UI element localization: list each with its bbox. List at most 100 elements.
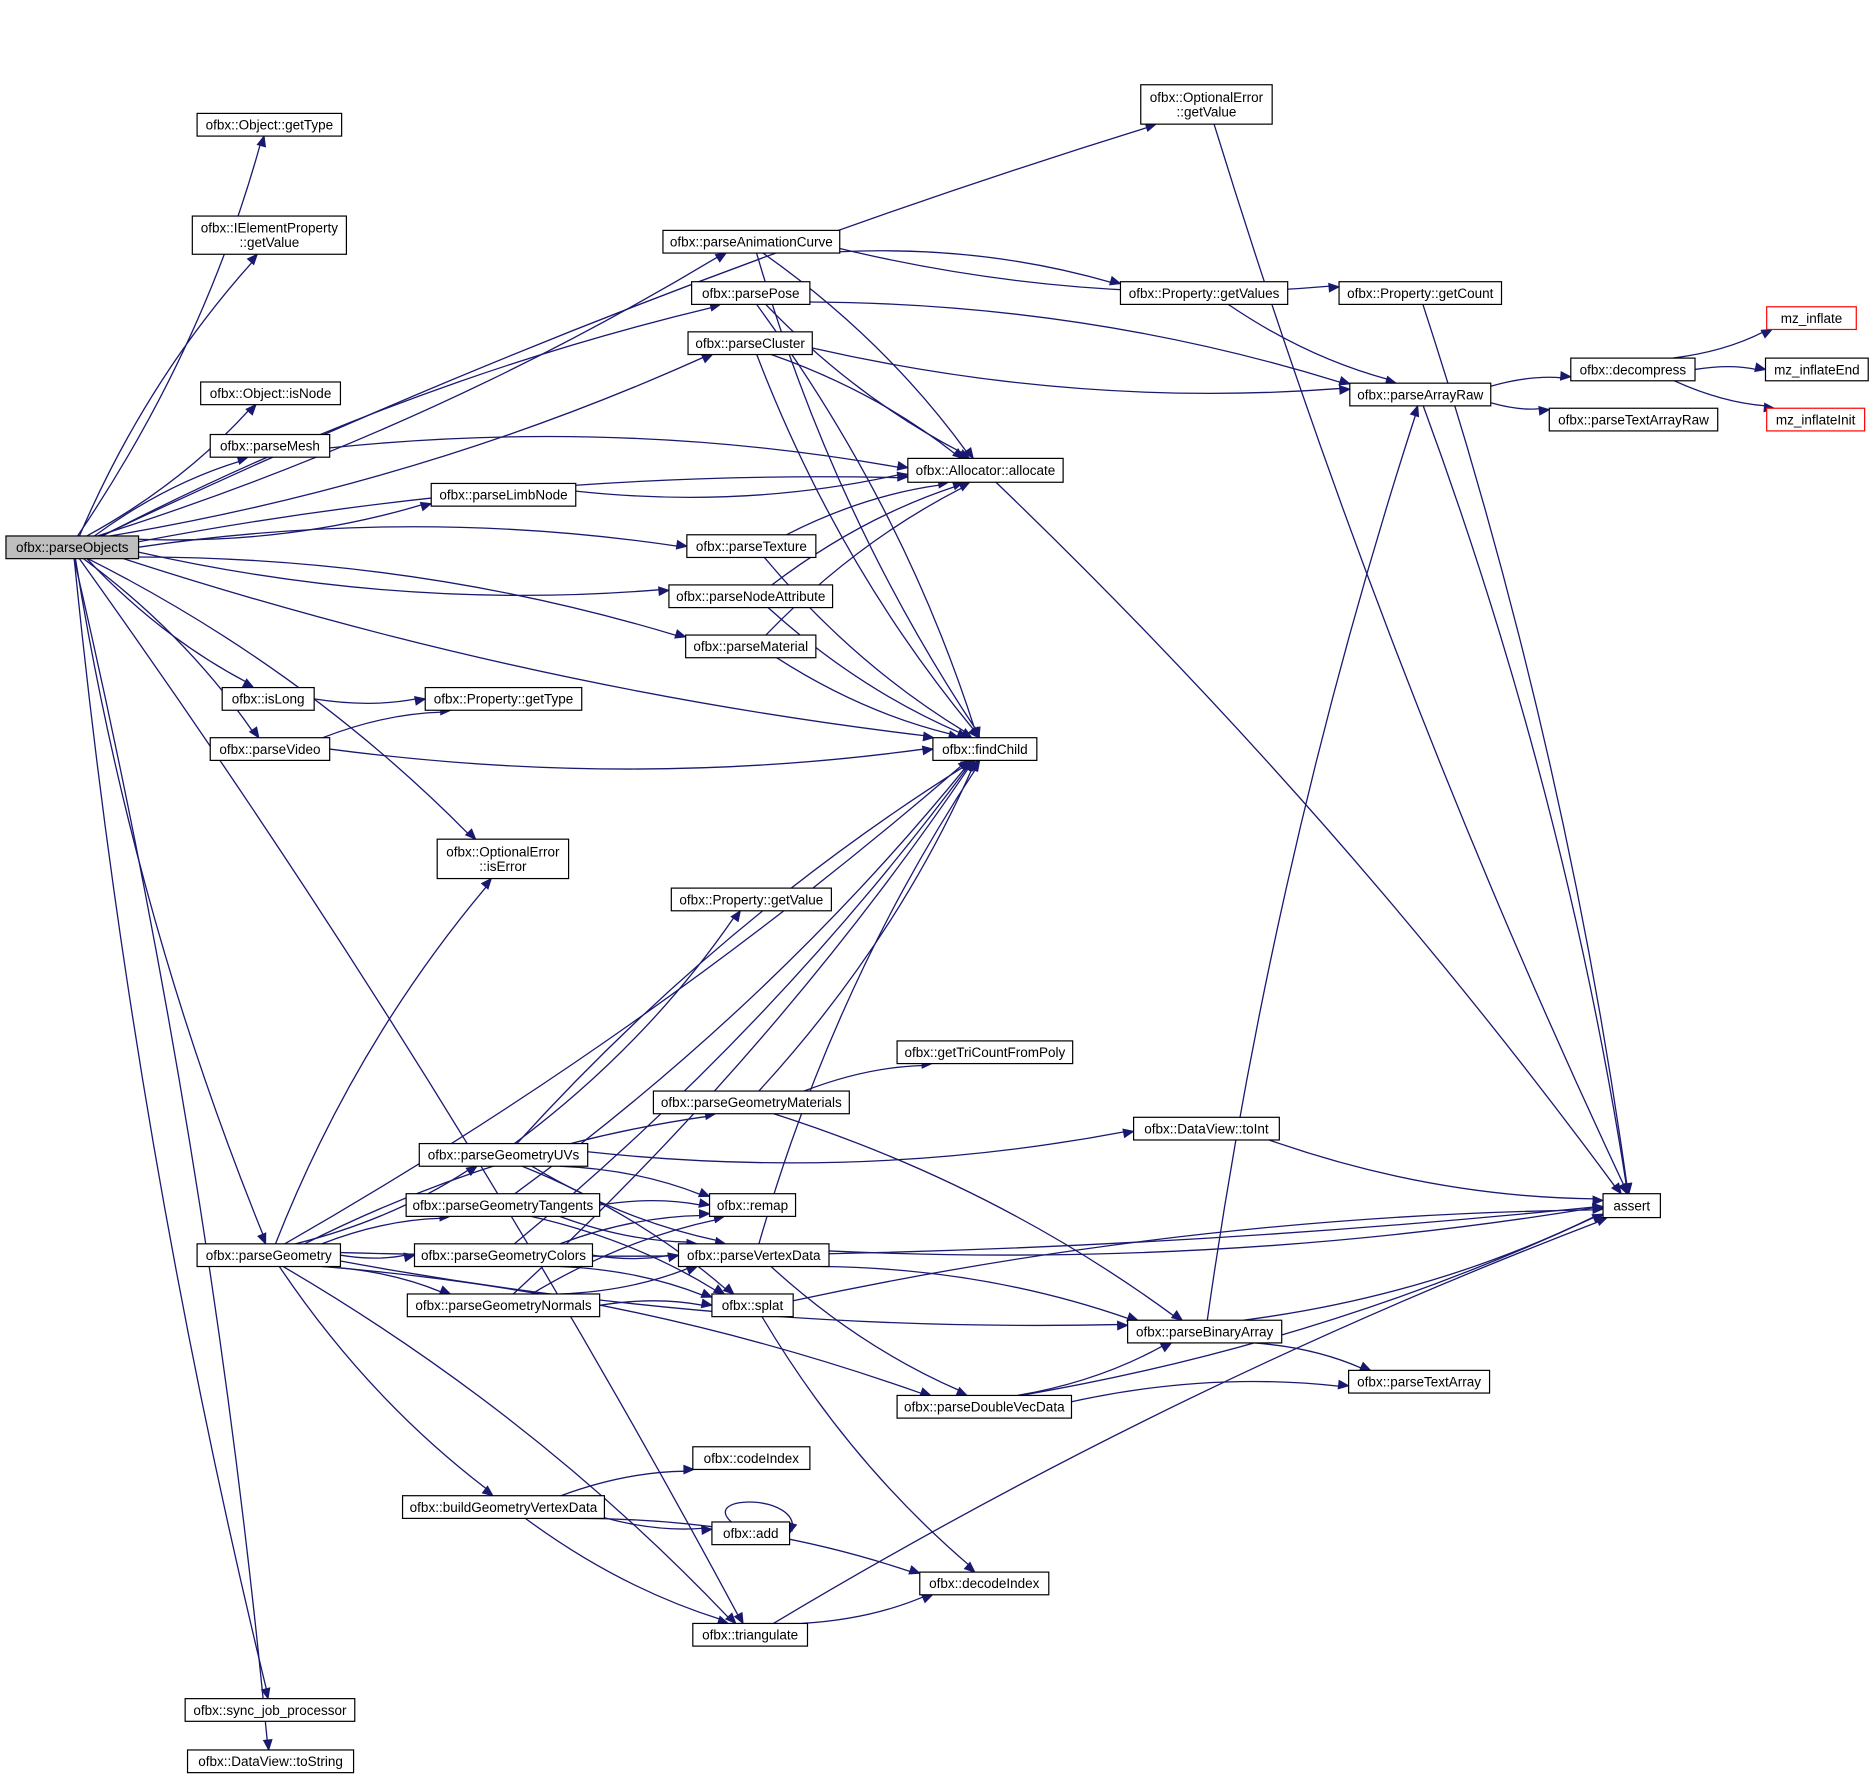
edge-parseAnimationCurve-propGetValues <box>839 250 1122 286</box>
edge-parseGeometry-parseGeometryUVs <box>295 1165 479 1245</box>
node-parseBinaryArray[interactable]: ofbx::parseBinaryArray <box>1127 1319 1283 1344</box>
node-parseMesh[interactable]: ofbx::parseMesh <box>209 433 331 458</box>
node-label: ofbx::parseGeometryNormals <box>415 1298 592 1313</box>
node-optErrGetValue[interactable]: ofbx::OptionalError::getValue <box>1140 84 1273 125</box>
node-propGetValues[interactable]: ofbx::Property::getValues <box>1119 281 1289 305</box>
node-triangulate[interactable]: ofbx::triangulate <box>692 1622 809 1647</box>
edge-arrowhead <box>438 1285 452 1295</box>
node-dataViewToString[interactable]: ofbx::DataView::toString <box>186 1749 355 1774</box>
node-buildGeometryVertexData[interactable]: ofbx::buildGeometryVertexData <box>401 1495 606 1519</box>
node-parseMaterial[interactable]: ofbx::parseMaterial <box>685 634 817 659</box>
node-syncJob[interactable]: ofbx::sync_job_processor <box>184 1698 356 1722</box>
node-label: ofbx::sync_job_processor <box>193 1703 347 1718</box>
edge-line <box>604 1517 704 1530</box>
edge-line <box>284 765 962 1245</box>
node-mzInflateEnd[interactable]: mz_inflateEnd <box>1764 357 1869 382</box>
node-box <box>424 686 583 711</box>
node-box <box>1140 84 1273 125</box>
edge-line <box>138 504 423 541</box>
node-box <box>186 1749 355 1774</box>
node-propGetType[interactable]: ofbx::Property::getType <box>424 686 583 711</box>
edge-arrowhead <box>969 759 981 772</box>
edge-line <box>1422 304 1628 1186</box>
edge-arrowhead <box>697 1187 711 1198</box>
edge-line <box>1268 1139 1595 1200</box>
node-propGetValue[interactable]: ofbx::Property::getValue <box>670 887 832 912</box>
node-parseVideo[interactable]: ofbx::parseVideo <box>209 737 331 761</box>
node-label: ofbx::parseGeometryMaterials <box>661 1095 842 1110</box>
edge-arrowhead <box>1117 1320 1129 1331</box>
node-label: ofbx::parseAnimationCurve <box>670 235 833 250</box>
node-parseCluster[interactable]: ofbx::parseCluster <box>687 331 813 356</box>
node-parseTextArray[interactable]: ofbx::parseTextArray <box>1348 1369 1491 1394</box>
node-parseVertexData[interactable]: ofbx::parseVertexData <box>677 1243 830 1268</box>
node-mzInflate[interactable]: mz_inflate <box>1766 306 1857 331</box>
node-parseGeometryColors[interactable]: ofbx::parseGeometryColors <box>413 1243 594 1268</box>
node-isLong[interactable]: ofbx::isLong <box>221 686 315 711</box>
node-parseLimbNode[interactable]: ofbx::parseLimbNode <box>430 482 577 507</box>
edge-line <box>560 1470 686 1497</box>
node-codeIndex[interactable]: ofbx::codeIndex <box>692 1446 811 1471</box>
edge-parseGeometry-parseGeometryTangents <box>321 1211 452 1245</box>
edge-arrowhead <box>700 353 714 364</box>
edge-parseGeometryMaterials-getTriCount <box>803 1058 934 1092</box>
edge-arrowhead <box>658 586 671 597</box>
node-ielemGetValue[interactable]: ofbx::IElementProperty::getValue <box>191 215 348 255</box>
node-decompress[interactable]: ofbx::decompress <box>1570 357 1696 382</box>
node-label: ofbx::parseNodeAttribute <box>676 589 825 604</box>
node-optErrIsError[interactable]: ofbx::OptionalError::isError <box>436 838 570 880</box>
node-remap[interactable]: ofbx::remap <box>708 1193 797 1217</box>
edge-line <box>123 558 925 737</box>
edge-arrowhead <box>685 1265 699 1276</box>
node-parseGeometryMaterials[interactable]: ofbx::parseGeometryMaterials <box>652 1090 850 1115</box>
node-decodeIndex[interactable]: ofbx::decodeIndex <box>919 1571 1050 1596</box>
node-box <box>196 1243 342 1268</box>
edge-line <box>763 557 966 733</box>
edge-arrowhead <box>963 1561 976 1573</box>
node-assert[interactable]: assert <box>1602 1193 1661 1219</box>
node-label: ofbx::buildGeometryVertexData <box>410 1500 598 1515</box>
edge-parseVideo-findChild <box>329 745 935 770</box>
node-parseTextArrayRaw[interactable]: ofbx::parseTextArrayRaw <box>1548 407 1719 432</box>
node-objGetType[interactable]: ofbx::Object::getType <box>196 112 343 137</box>
node-allocate[interactable]: ofbx::Allocator::allocate <box>907 457 1064 483</box>
edge-line <box>1490 376 1562 387</box>
node-label: mz_inflate <box>1781 311 1843 326</box>
node-parseTexture[interactable]: ofbx::parseTexture <box>686 534 817 559</box>
node-label: ofbx::IElementProperty <box>201 221 339 236</box>
node-box <box>401 1495 606 1519</box>
node-parseGeometryTangents[interactable]: ofbx::parseGeometryTangents <box>405 1193 601 1217</box>
edge-line <box>531 1165 718 1242</box>
node-label: ofbx::OptionalError <box>446 844 560 859</box>
node-parseArrayRaw[interactable]: ofbx::parseArrayRaw <box>1349 382 1492 407</box>
node-propGetCount[interactable]: ofbx::Property::getCount <box>1338 281 1503 305</box>
edge-line <box>776 657 951 735</box>
edge-arrowhead <box>674 629 687 639</box>
node-parseGeometry[interactable]: ofbx::parseGeometry <box>196 1243 342 1268</box>
node-objIsNode[interactable]: ofbx::Object::isNode <box>200 381 342 406</box>
node-label: ofbx::parseCluster <box>695 336 805 351</box>
node-parseObjects[interactable]: ofbx::parseObjects <box>5 535 140 560</box>
node-parseDoubleVecData[interactable]: ofbx::parseDoubleVecData <box>896 1394 1073 1419</box>
node-getTriCount[interactable]: ofbx::getTriCountFromPoly <box>896 1040 1074 1065</box>
edge-parsePose-parseArrayRaw <box>809 301 1352 386</box>
node-mzInflateInit[interactable]: mz_inflateInit <box>1766 407 1866 432</box>
node-add[interactable]: ofbx::add <box>711 1521 791 1546</box>
node-box <box>1119 281 1289 305</box>
node-parseAnimationCurve[interactable]: ofbx::parseAnimationCurve <box>662 229 841 254</box>
edge-arrowhead <box>414 696 427 706</box>
node-findChild[interactable]: ofbx::findChild <box>932 737 1038 761</box>
edge-line <box>78 558 739 1617</box>
node-parseGeometryNormals[interactable]: ofbx::parseGeometryNormals <box>406 1293 601 1318</box>
node-parseNodeAttribute[interactable]: ofbx::parseNodeAttribute <box>668 584 834 609</box>
node-dataViewToInt[interactable]: ofbx::DataView::toInt <box>1132 1116 1280 1141</box>
node-splat[interactable]: ofbx::splat <box>711 1293 794 1318</box>
edge-buildGeometryVertexData-codeIndex <box>560 1464 696 1497</box>
edge-arrowhead <box>1754 362 1767 373</box>
node-parseGeometryUVs[interactable]: ofbx::parseGeometryUVs <box>418 1142 589 1167</box>
node-label: ofbx::parseDoubleVecData <box>904 1400 1065 1415</box>
node-label: ofbx::parseBinaryArray <box>1136 1324 1274 1339</box>
node-label: ofbx::parseLimbNode <box>439 488 567 503</box>
node-parsePose[interactable]: ofbx::parsePose <box>691 281 811 305</box>
